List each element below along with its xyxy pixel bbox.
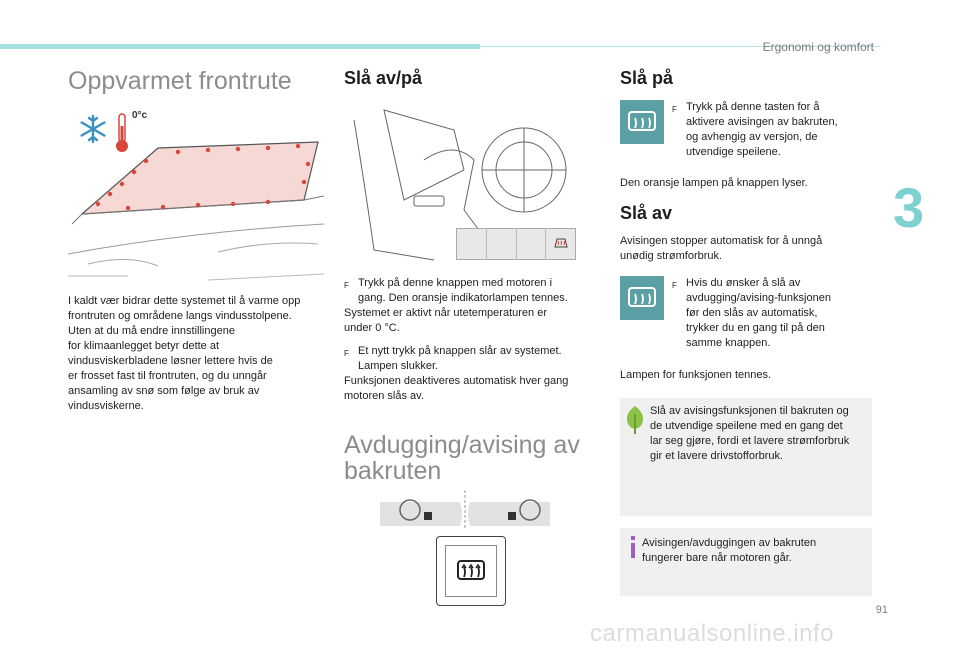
switch-slot: [517, 229, 547, 259]
auto-off-text: Avisingen stopper automatisk for å unngå…: [620, 234, 870, 264]
heated-windscreen-illustration: 0°c: [67, 104, 325, 284]
title-line: Avdugging/avising av: [344, 431, 580, 459]
bullet-line: trykker du en gang til på den: [686, 322, 825, 334]
eco-note-box: Slå av avisingsfunksjonen til bakruten o…: [620, 398, 872, 516]
turn-on-bullet: F Trykk på denne tasten for å aktivere a…: [672, 100, 872, 160]
body-line: Uten at du må endre innstillingene: [68, 325, 235, 337]
body-line: frontruten og områdene langs vindusstolp…: [68, 310, 292, 322]
body-line: unødig strømforbruk.: [620, 250, 723, 262]
header-rule: [480, 46, 880, 47]
bullet-line: Et nytt trykk på knappen slår av systeme…: [358, 345, 562, 357]
bullet-line: og avhengig av versjon, de: [686, 131, 818, 143]
page-number: 91: [875, 604, 888, 616]
bullet-line: Hvis du ønsker å slå av: [686, 277, 801, 289]
note-line: lar seg gjøre, fordi et lavere strømforb…: [650, 435, 850, 447]
rear-defrost-icon: [620, 276, 664, 320]
rear-defrost-title: Avdugging/avising av bakruten: [344, 432, 580, 485]
body-line: for klimaanlegget betyr dette at: [68, 340, 220, 352]
body-line: I kaldt vær bidrar dette systemet til å …: [68, 295, 301, 307]
switch-slot: [457, 229, 487, 259]
eco-note-text: Slå av avisingsfunksjonen til bakruten o…: [650, 404, 870, 464]
bullet-marker: F: [344, 281, 349, 290]
bullet-marker: F: [672, 105, 677, 114]
instruction-bullet: F Trykk på denne tasten for å aktivere a…: [672, 100, 872, 160]
note-line: fungerer bare når motoren går.: [642, 552, 792, 564]
section-title: Ergonomi og komfort: [762, 40, 874, 54]
note-line: Slå av avisingsfunksjonen til bakruten o…: [650, 405, 849, 417]
bullet-line: aktivere avisingen av bakruten,: [686, 116, 838, 128]
watermark: carmanualsonline.info: [590, 620, 834, 647]
thermometer-icon: [114, 112, 130, 159]
heated-windscreen-switch[interactable]: [546, 229, 575, 259]
chapter-number: 3: [893, 176, 925, 239]
body-line: under 0 °C.: [344, 322, 400, 334]
note-line: gir et lavere drivstofforbruk.: [650, 450, 784, 462]
body-line: Systemet er aktivt når utetemperaturen e…: [344, 307, 547, 319]
section-heading-off: Slå av: [620, 203, 673, 223]
eco-leaf-icon: [624, 404, 646, 439]
temperature-label: 0°c: [132, 110, 148, 121]
snowflake-icon: [78, 114, 108, 149]
body-line: Funksjonen deaktiveres automatisk hver g…: [344, 375, 569, 387]
body-line: Avisingen stopper automatisk for å unngå: [620, 235, 823, 247]
bullet-line: avdugging/avising-funksjonen: [686, 292, 831, 304]
body-line: vindusviskerne.: [68, 400, 144, 412]
bullet-marker: F: [344, 349, 349, 358]
note-line: de utvendige speilene med en gang det: [650, 420, 843, 432]
lamp-on-text: Den oransje lampen på knappen lyser.: [620, 177, 808, 189]
instruction-bullet: F Et nytt trykk på knappen slår av syste…: [344, 344, 600, 374]
note-line: Avisingen/avduggingen av bakruten: [642, 537, 817, 549]
bullet-line: utvendige speilene.: [686, 146, 781, 158]
section-heading-on: Slå på: [620, 68, 674, 88]
bullet-line: gang. Den oransje indikatorlampen tennes…: [358, 292, 568, 304]
rear-defrost-button-illustration: [380, 490, 550, 610]
body-line: vindusviskerbladene løsner lettere hvis …: [68, 355, 273, 367]
bullet-marker: F: [672, 281, 677, 290]
switch-panel: [456, 228, 576, 260]
instruction-bullet: F Trykk på denne knappen med motoren i g…: [344, 276, 600, 306]
on-off-instructions: F Trykk på denne knappen med motoren i g…: [344, 276, 600, 404]
bullet-line: Trykk på denne knappen med motoren i: [358, 277, 553, 289]
body-line: er frosset fast til frontruten, og du un…: [68, 370, 267, 382]
section-heading-on-off: Slå av/på: [344, 68, 423, 88]
info-note-text: Avisingen/avduggingen av bakruten funger…: [642, 536, 868, 566]
info-icon: [628, 536, 638, 563]
info-note-box: Avisingen/avduggingen av bakruten funger…: [620, 528, 872, 596]
bullet-line: Trykk på denne tasten for å: [686, 101, 820, 113]
bullet-line: Lampen slukker.: [358, 360, 439, 372]
page-title: Oppvarmet frontrute: [68, 67, 292, 95]
rear-defrost-icon: [620, 100, 664, 144]
instruction-bullet: F Hvis du ønsker å slå av avdugging/avis…: [672, 276, 872, 351]
bullet-line: samme knappen.: [686, 337, 771, 349]
bullet-line: før den slås av automatisk,: [686, 307, 818, 319]
turn-off-bullet: F Hvis du ønsker å slå av avdugging/avis…: [672, 276, 872, 351]
header-accent-bar: [0, 44, 480, 49]
heated-windscreen-description: I kaldt vær bidrar dette systemet til å …: [68, 294, 328, 414]
title-line: bakruten: [344, 457, 442, 486]
dashboard-illustration: [344, 100, 580, 265]
rear-defrost-icon: [445, 545, 497, 597]
switch-slot: [487, 229, 517, 259]
rear-defrost-button[interactable]: [436, 536, 506, 606]
lamp-text: Lampen for funksjonen tennes.: [620, 369, 772, 381]
body-line: ansamling av snø som følge av bruk av: [68, 385, 260, 397]
body-line: motoren slås av.: [344, 390, 424, 402]
